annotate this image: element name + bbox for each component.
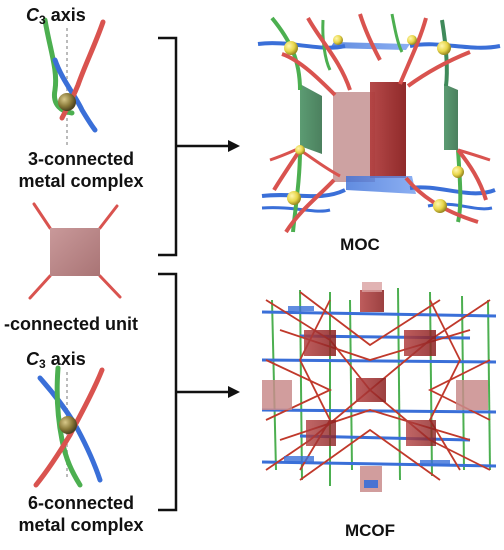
c3-axis-label-top: C3 axis [26,4,86,31]
metal-node [433,199,447,213]
blue-strand [52,57,98,133]
red-strand [33,367,105,488]
c3-subscript: 3 [39,13,46,27]
framework-node [456,380,488,410]
framework-plate [284,456,314,462]
bracket-icon-bottom [158,272,240,512]
framework-node [356,378,386,402]
bracket-icon-top [158,36,240,257]
helix-icon-6-connected [33,365,105,488]
blue-strand [37,375,103,483]
framework-node [364,480,378,488]
cage-panel-blue [346,176,416,194]
cage-icon-moc [257,13,501,234]
c3-letter: C [26,349,39,369]
metal-ion-icon [59,416,77,434]
unit-arm [98,204,119,230]
c3-axis-label-bottom: C3 axis [26,348,86,375]
complex-6-label: 6-connected metal complex [6,492,156,536]
arrow-icon [228,140,240,152]
green-strand [42,17,75,116]
cage-square [333,92,375,182]
arrow-icon [228,386,240,398]
framework-node [304,330,336,356]
metal-ion-icon [58,93,76,111]
framework-node [306,420,336,446]
metal-node [452,166,464,178]
framework-node [360,466,382,492]
framework-plate [288,306,314,311]
green-strand [54,365,83,488]
complex-3-label: 3-connected metal complex [6,148,156,192]
complex-6-line2: metal complex [18,515,144,535]
framework-plate [420,460,450,466]
framework-node [360,290,384,312]
metal-node [295,145,305,155]
cage-square [370,82,406,178]
helix-icon-3-connected [42,17,106,148]
complex-3-line1: 3-connected [27,149,135,169]
framework-node [404,330,436,356]
metal-node [437,41,451,55]
cage-panel-blue [330,42,410,50]
framework-node [262,380,292,410]
unit-arm [32,202,52,230]
square-unit [50,228,100,276]
metal-node [333,35,343,45]
complex-6-line1: 6-connected [27,493,135,513]
complex-3-line2: metal complex [18,171,144,191]
c3-letter: C [26,5,39,25]
metal-node [287,191,301,205]
axis-word: axis [45,5,86,25]
square-icon-connected-unit [28,202,122,300]
cage-panel-green [300,84,322,154]
metal-node [407,35,417,45]
axis-word: axis [45,349,86,369]
mcof-label: MCOF [344,521,396,540]
framework-icon-mcof [261,282,497,492]
framework-node [406,420,436,446]
metal-node [284,41,298,55]
unit-arm [98,274,122,299]
moc-label: MOC [340,235,380,254]
unit-arm [28,274,52,300]
framework-node [362,282,382,292]
connected-unit-label: -connected unit [4,314,138,334]
cage-panel-green [444,84,458,150]
c3-subscript: 3 [39,357,46,371]
